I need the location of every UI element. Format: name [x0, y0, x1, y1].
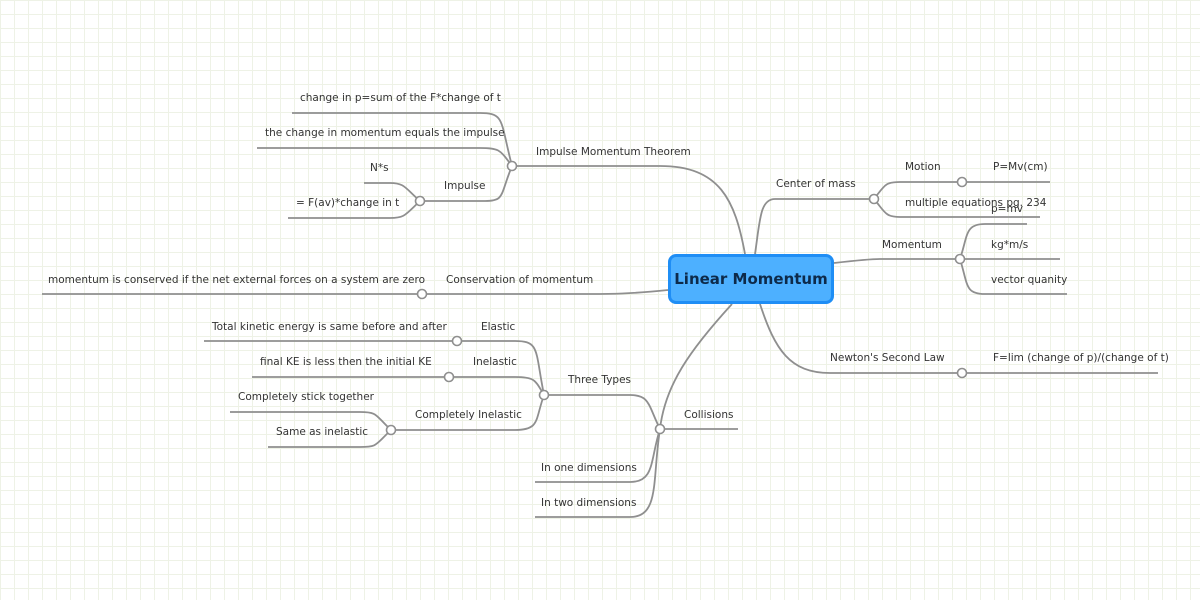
node-p-mv[interactable]: p=mv	[991, 203, 1023, 215]
node-elastic[interactable]: Elastic	[481, 321, 515, 333]
connector-newton	[759, 303, 962, 374]
node-completely-inelastic[interactable]: Completely Inelastic	[415, 409, 522, 421]
connector-collisions	[659, 303, 733, 430]
connector-impulse	[420, 165, 513, 202]
connector-change-equals-impulse	[257, 147, 513, 167]
node-elastic-desc[interactable]: Total kinetic energy is same before and …	[211, 321, 447, 333]
node-vector[interactable]: vector quanity	[991, 274, 1067, 286]
collapse-toggle-motion[interactable]	[956, 176, 968, 188]
connector-same	[268, 429, 392, 448]
node-one-dim[interactable]: In one dimensions	[541, 462, 637, 474]
collapse-toggle-elastic[interactable]	[451, 335, 463, 347]
node-three-types[interactable]: Three Types	[567, 374, 631, 386]
node-two-dim[interactable]: In two dimensions	[541, 497, 636, 509]
node-same[interactable]: Same as inelastic	[276, 426, 368, 438]
node-momentum[interactable]: Momentum	[882, 239, 942, 251]
connector-elastic	[457, 340, 545, 396]
collapse-toggle-impulse[interactable]	[414, 195, 426, 207]
connector-three-types	[544, 394, 661, 430]
node-newton-formula[interactable]: F=lim (change of p)/(change of t)	[993, 352, 1169, 364]
connector-change-in-p	[292, 112, 513, 167]
connector-p-mv	[959, 223, 1027, 260]
collapse-toggle-newton[interactable]	[956, 367, 968, 379]
collapse-toggle-collisions[interactable]	[654, 423, 666, 435]
node-inelastic-desc[interactable]: final KE is less then the initial KE	[260, 356, 432, 368]
node-motion[interactable]: Motion	[905, 161, 941, 173]
connector-inelastic	[449, 376, 545, 396]
node-inelastic[interactable]: Inelastic	[473, 356, 517, 368]
connector-impulse-theorem	[512, 165, 746, 255]
collapse-toggle-conservation[interactable]	[416, 288, 428, 300]
node-conservation[interactable]: Conservation of momentum	[446, 274, 593, 286]
node-change-in-p[interactable]: change in p=sum of the F*change of t	[300, 92, 501, 104]
connector-two-dim	[535, 428, 661, 518]
node-pmv-cm[interactable]: P=Mv(cm)	[993, 161, 1048, 173]
node-collisions[interactable]: Collisions	[684, 409, 733, 421]
collapse-toggle-center-of-mass[interactable]	[868, 193, 880, 205]
collapse-toggle-impulse-theorem[interactable]	[506, 160, 518, 172]
connector-completely-inelastic	[391, 394, 545, 431]
node-impulse[interactable]: Impulse	[444, 180, 486, 192]
collapse-toggle-completely-inelastic[interactable]	[385, 424, 397, 436]
node-impulse-momentum-theorem[interactable]: Impulse Momentum Theorem	[536, 146, 691, 158]
node-favg[interactable]: = F(av)*change in t	[296, 197, 399, 209]
node-center-of-mass[interactable]: Center of mass	[776, 178, 856, 190]
root-node[interactable]: Linear Momentum	[668, 254, 834, 304]
connector-one-dim	[535, 428, 661, 483]
collapse-toggle-three-types[interactable]	[538, 389, 550, 401]
connector-vector	[959, 258, 1067, 295]
node-change-equals-impulse[interactable]: the change in momentum equals the impuls…	[265, 127, 505, 139]
node-units[interactable]: kg*m/s	[991, 239, 1028, 251]
node-ns[interactable]: N*s	[370, 162, 389, 174]
connector-ns	[364, 182, 421, 202]
node-stick[interactable]: Completely stick together	[238, 391, 375, 403]
node-conservation-leaf[interactable]: momentum is conserved if the net externa…	[48, 274, 425, 286]
node-newton[interactable]: Newton's Second Law	[830, 352, 945, 364]
root-title: Linear Momentum	[674, 270, 828, 288]
connector-favg	[288, 200, 421, 219]
connector-conservation	[422, 289, 669, 295]
connector-stick	[230, 411, 392, 431]
collapse-toggle-momentum[interactable]	[954, 253, 966, 265]
collapse-toggle-inelastic[interactable]	[443, 371, 455, 383]
connector-momentum	[833, 258, 960, 264]
node-multiple-equations[interactable]: multiple equations pg. 234	[905, 197, 1047, 209]
connector-center-of-mass	[754, 198, 874, 255]
